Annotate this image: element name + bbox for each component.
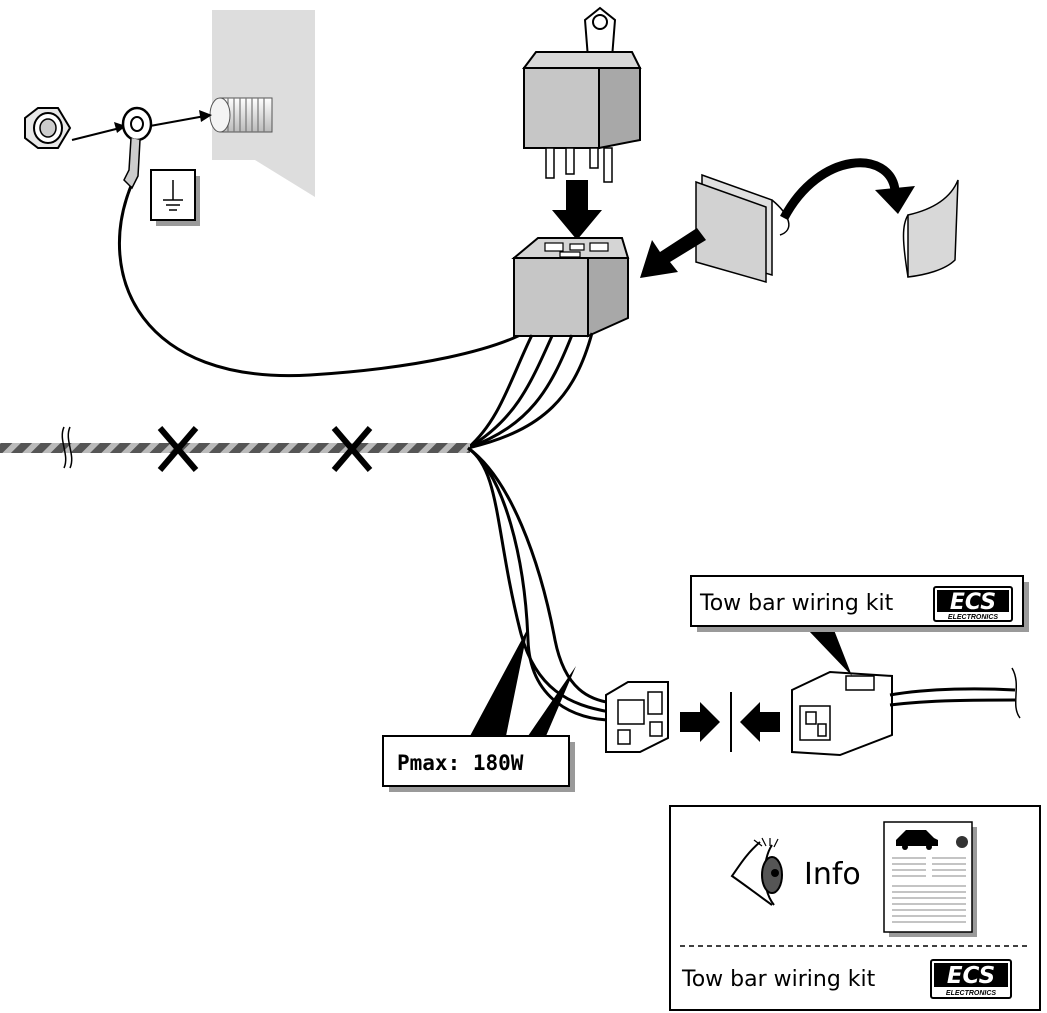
cross-mark-icon [331,426,373,472]
manual-document-icon [883,821,977,937]
ground-symbol-icon [150,169,200,226]
relay-socket-icon [511,237,630,338]
eye-icon [730,837,783,906]
logo-icon: ECS ELECTRONICS [930,959,1012,999]
curved-arrow [780,158,900,221]
svg-text:Pmax: 180W: Pmax: 180W [397,751,524,775]
ring-terminal-icon [121,106,153,190]
svg-text:ELECTRONICS: ELECTRONICS [946,990,997,997]
svg-text:Info: Info [804,857,861,892]
kit-label-top: Tow bar wiring kit ECS ELECTRONICS [690,575,1029,632]
cross-mark-icon [157,426,199,472]
logo-icon: ECS ELECTRONICS [933,586,1013,622]
svg-text:ECS: ECS [950,590,996,615]
info-panel: Info Tow bar wiring kit ECS [669,805,1041,1011]
adhesive-pad-icon [695,173,790,283]
connect-arrow-right [680,702,720,742]
relay-icon [522,6,642,183]
svg-text:ELECTRONICS: ELECTRONICS [948,614,999,621]
insert-arrow [552,180,602,240]
connector-icon [605,681,669,753]
connect-arrow-left [740,702,780,742]
pad-arrow [640,228,706,278]
svg-text:Tow bar wiring kit: Tow bar wiring kit [699,591,894,616]
svg-text:Tow bar wiring kit: Tow bar wiring kit [681,967,876,992]
bolt-icon [209,97,273,133]
nut-icon [24,107,72,149]
connector-icon [791,670,893,757]
vehicle-harness [0,443,470,453]
svg-text:ECS: ECS [947,963,995,989]
pmax-label: Pmax: 180W [382,735,575,792]
backing-film-icon [902,179,959,278]
ground-wire [117,185,531,378]
